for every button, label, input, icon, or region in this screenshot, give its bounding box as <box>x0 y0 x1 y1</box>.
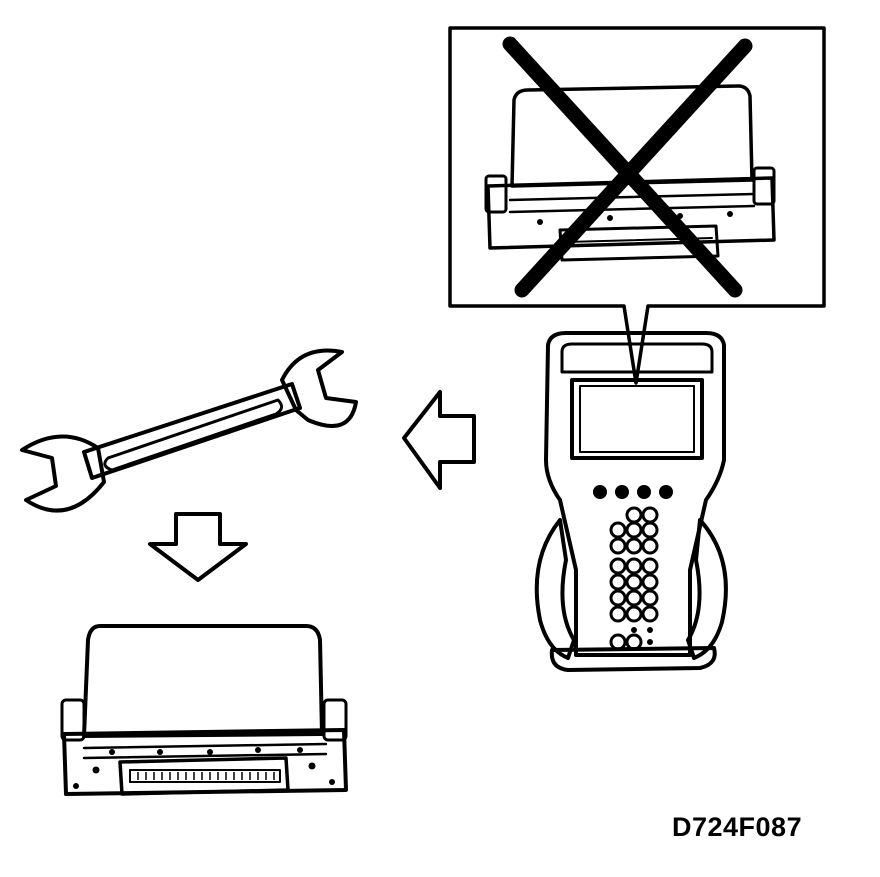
arrow-left-icon <box>402 390 476 490</box>
open-end-wrench-icon <box>20 348 358 513</box>
figure-code: D724F087 <box>672 812 803 842</box>
crossed-out-control-module-icon <box>484 36 776 298</box>
arrow-down-icon <box>148 512 248 582</box>
connector-pins <box>137 772 275 780</box>
keypad <box>609 506 659 651</box>
scan-tool-icon <box>534 331 728 672</box>
control-module-icon <box>60 624 348 796</box>
